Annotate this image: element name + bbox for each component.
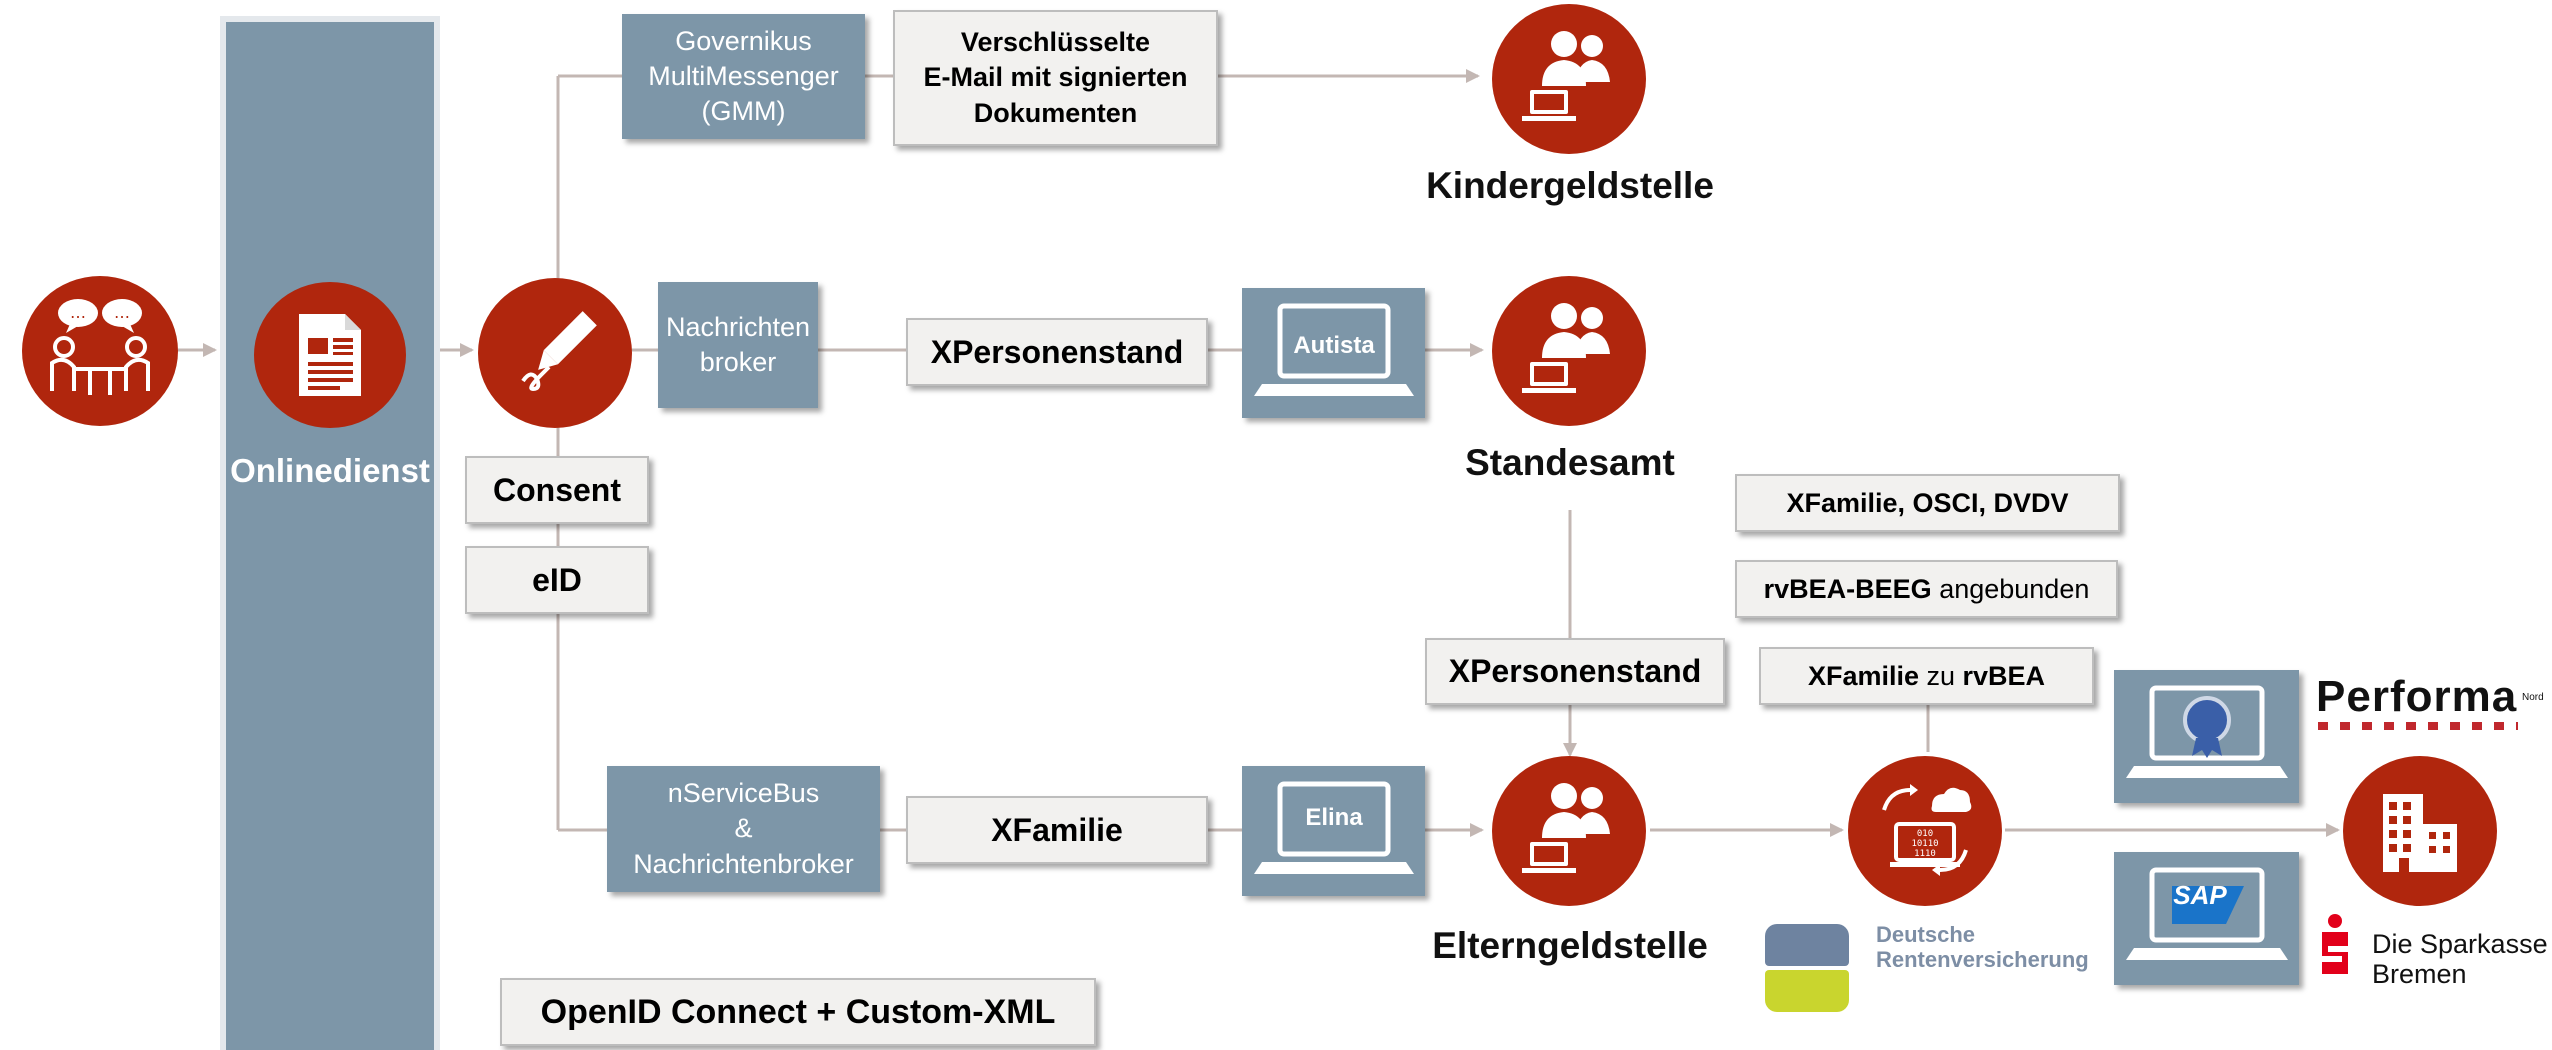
laptop-icon <box>1254 303 1414 396</box>
standesamt-label: Standesamt <box>1465 442 1675 483</box>
autista-label: Autista <box>1293 332 1375 359</box>
performa-logo-dots <box>2318 722 2518 730</box>
xpersonenstand-box: XPersonenstand <box>906 318 1208 386</box>
rvbea-beeg-box: rvBEA-BEEG angebunden <box>1735 560 2118 618</box>
pen-signature-icon <box>478 278 632 428</box>
kindergeldstelle-label: Kindergeldstelle <box>1426 165 1714 206</box>
broker-box: Nachrichten broker <box>658 282 818 408</box>
certificate-badge-icon <box>2126 685 2288 778</box>
xfamilie-rvbea-c: rvBEA <box>1962 660 2046 691</box>
elina-system <box>1242 766 1425 896</box>
svg-text:1110: 1110 <box>1914 849 1936 859</box>
sap-system <box>2114 852 2299 985</box>
svg-text:…: … <box>70 303 86 322</box>
laptop-icon <box>1254 781 1414 874</box>
svg-text:10110: 10110 <box>1911 839 1938 849</box>
consent-box: Consent <box>465 456 649 524</box>
svg-text:…: … <box>114 303 130 322</box>
office-workers-icon <box>1492 4 1646 154</box>
xfamilie-osci-box: XFamilie, OSCI, DVDV <box>1735 474 2120 532</box>
autista-system <box>1242 288 1425 418</box>
drv-logo <box>1765 924 1849 1012</box>
performa-logo: Performa <box>2316 672 2518 721</box>
openid-box: OpenID Connect + Custom-XML <box>500 978 1096 1046</box>
online-service-column <box>220 16 440 1050</box>
sparkasse-logo-text: Die Sparkasse Bremen <box>2372 929 2548 989</box>
online-service-label: Onlinedienst <box>230 452 430 489</box>
data-exchange-icon: 010 10110 1110 <box>1848 756 2002 906</box>
drv-logo-text: Deutsche Rentenversicherung <box>1876 922 2089 973</box>
xfamilie-rvbea-box: XFamilie zu rvBEA <box>1759 647 2094 705</box>
eid-box: eID <box>465 546 649 614</box>
bank-building-icon <box>2343 756 2497 906</box>
performa-system <box>2114 670 2299 803</box>
xfamilie-box: XFamilie <box>906 796 1208 864</box>
rvbea-beeg-bold: rvBEA-BEEG <box>1763 573 1932 604</box>
office-workers-icon <box>1492 276 1646 426</box>
encrypted-email-box: Verschlüsselte E-Mail mit signierten Dok… <box>893 10 1218 146</box>
xfamilie-rvbea-b: zu <box>1918 660 1963 691</box>
sap-label: SAP <box>2173 880 2227 910</box>
svg-text:010: 010 <box>1917 829 1933 839</box>
elina-label: Elina <box>1305 804 1363 831</box>
laptop-icon <box>2126 867 2288 960</box>
document-icon <box>254 282 406 428</box>
rvbea-beeg-rest: angebunden <box>1931 573 2090 604</box>
performa-logo-tag: Nord <box>2522 692 2544 703</box>
xfamilie-rvbea-a: XFamilie <box>1807 660 1919 691</box>
people-talking-icon: … … <box>22 276 178 426</box>
elterngeldstelle-label: Elterngeldstelle <box>1432 925 1708 966</box>
office-workers-icon <box>1492 756 1646 906</box>
xpersonenstand-elterngeld-box: XPersonenstand <box>1425 638 1725 705</box>
sparkasse-s-icon <box>2318 912 2352 982</box>
gmm-box: Governikus MultiMessenger (GMM) <box>622 14 865 139</box>
nservicebus-box: nServiceBus & Nachrichtenbroker <box>607 766 880 892</box>
